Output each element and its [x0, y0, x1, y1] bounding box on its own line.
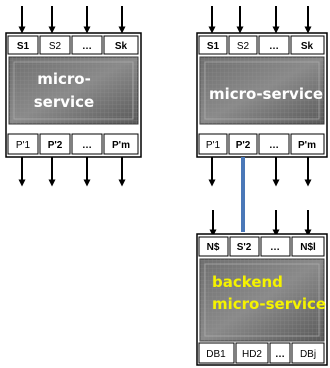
input-port-label: … — [269, 41, 279, 52]
output-port — [291, 342, 325, 364]
output-port — [103, 133, 139, 155]
input-port-label: S1 — [207, 41, 220, 52]
output-port-label: DBj — [300, 349, 316, 360]
output-port — [290, 133, 325, 155]
chip-die: micro- service — [8, 56, 139, 125]
output-port — [198, 133, 228, 155]
output-port-row: P'1 P'2 … P'm — [198, 133, 325, 155]
input-port — [228, 35, 258, 55]
output-port-label: … — [269, 140, 279, 151]
output-port-label: P'm — [298, 140, 316, 151]
chip-die: micro-service — [199, 56, 325, 125]
output-port-label: P'2 — [236, 140, 251, 151]
module-title: micro-service — [212, 295, 326, 313]
input-port — [39, 35, 71, 55]
input-port-row: S1 S2 … Sk — [198, 35, 325, 55]
input-port-label: … — [82, 41, 92, 52]
output-port-label: DB1 — [206, 349, 226, 360]
output-port-label: P'm — [112, 140, 130, 151]
output-port — [71, 133, 103, 155]
input-port-label: N$l — [300, 242, 316, 253]
output-port-row: P'1 P'2 … P'm — [7, 133, 139, 155]
input-port — [291, 236, 325, 257]
microservice-module-left: S1 S2 … Sk micro- service P'1 P'2 … P'm — [5, 6, 142, 187]
input-port-row: N$ S'2 … N$l — [198, 236, 325, 257]
input-port — [258, 35, 290, 55]
output-port — [235, 342, 269, 364]
input-port-label: N$ — [207, 242, 220, 253]
module-title: service — [34, 93, 94, 111]
output-port-label: P'1 — [16, 140, 31, 151]
output-port — [228, 133, 258, 155]
module-title: micro- — [37, 70, 91, 88]
input-port — [198, 35, 228, 55]
microservice-module-right: S1 S2 … Sk micro-service P'1 P'2 … P'm — [196, 6, 328, 187]
module-title: backend — [212, 273, 283, 291]
output-port-label: … — [82, 140, 92, 151]
input-port-row: S1 S2 … Sk — [7, 35, 139, 55]
output-port — [258, 133, 290, 155]
input-port — [71, 35, 103, 55]
input-port — [260, 236, 291, 257]
input-port-label: Sk — [115, 41, 128, 52]
input-port — [198, 236, 229, 257]
output-port-label: P'1 — [206, 140, 221, 151]
output-port — [7, 133, 39, 155]
output-port — [198, 342, 235, 364]
chip-die: backend micro-service — [199, 258, 326, 342]
input-port-label: S'2 — [237, 242, 252, 253]
input-port-label: … — [270, 242, 280, 253]
input-port-label: S1 — [17, 41, 30, 52]
output-port-label: … — [275, 349, 285, 360]
output-port-label: HD2 — [242, 349, 262, 360]
module-title: micro-service — [209, 85, 323, 103]
input-port-label: S2 — [237, 41, 250, 52]
input-port-label: Sk — [301, 41, 314, 52]
input-port — [7, 35, 39, 55]
backend-microservice-module: N$ S'2 … N$l backend micro-service DB1 H… — [196, 210, 328, 366]
output-port-label: P'2 — [48, 140, 63, 151]
input-port — [103, 35, 139, 55]
output-port-row: DB1 HD2 … DBj — [198, 342, 325, 364]
output-port — [39, 133, 71, 155]
input-port — [229, 236, 260, 257]
input-port — [290, 35, 325, 55]
output-port — [269, 342, 291, 364]
input-port-label: S2 — [49, 41, 62, 52]
